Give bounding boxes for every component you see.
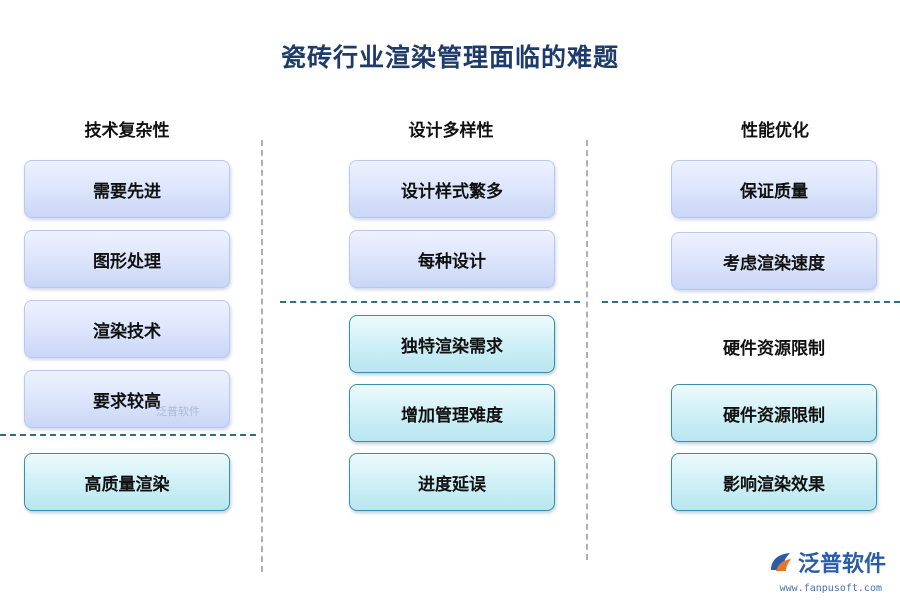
logo-icon bbox=[770, 553, 791, 571]
box-design-3: 独特渲染需求 bbox=[349, 315, 555, 373]
watermark-small: 泛普软件 bbox=[156, 405, 200, 418]
section-divider-design bbox=[280, 301, 580, 303]
box-tech-5: 高质量渲染 bbox=[24, 453, 230, 511]
column-divider-2 bbox=[586, 140, 588, 560]
column-header-design: 设计多样性 bbox=[408, 121, 494, 141]
sub-header-hardware: 硬件资源限制 bbox=[723, 339, 825, 359]
column-divider-1 bbox=[261, 140, 263, 572]
diagram-title: 瓷砖行业渲染管理面临的难题 bbox=[280, 43, 619, 72]
box-perf-1: 保证质量 bbox=[671, 160, 877, 218]
box-design-1: 设计样式繁多 bbox=[349, 160, 555, 218]
box-perf-3: 硬件资源限制 bbox=[671, 384, 877, 442]
column-header-performance: 性能优化 bbox=[741, 121, 809, 141]
section-divider-performance bbox=[602, 301, 900, 303]
logo-name: 泛普软件 bbox=[797, 552, 886, 577]
section-divider-tech bbox=[0, 434, 256, 436]
box-perf-2: 考虑渲染速度 bbox=[671, 232, 877, 290]
brand-logo: 泛普软件 bbox=[768, 546, 886, 578]
box-design-4: 增加管理难度 bbox=[349, 384, 555, 442]
box-tech-2: 图形处理 bbox=[24, 230, 230, 288]
box-tech-3: 渲染技术 bbox=[24, 300, 230, 358]
box-tech-4: 要求较高 bbox=[24, 370, 230, 428]
box-tech-1: 需要先进 bbox=[24, 160, 230, 218]
box-design-5: 进度延误 bbox=[349, 453, 555, 511]
column-header-tech: 技术复杂性 bbox=[84, 121, 170, 141]
box-design-2: 每种设计 bbox=[349, 230, 555, 288]
logo-url: www.fanpusoft.com bbox=[779, 583, 882, 594]
box-perf-4: 影响渲染效果 bbox=[671, 453, 877, 511]
